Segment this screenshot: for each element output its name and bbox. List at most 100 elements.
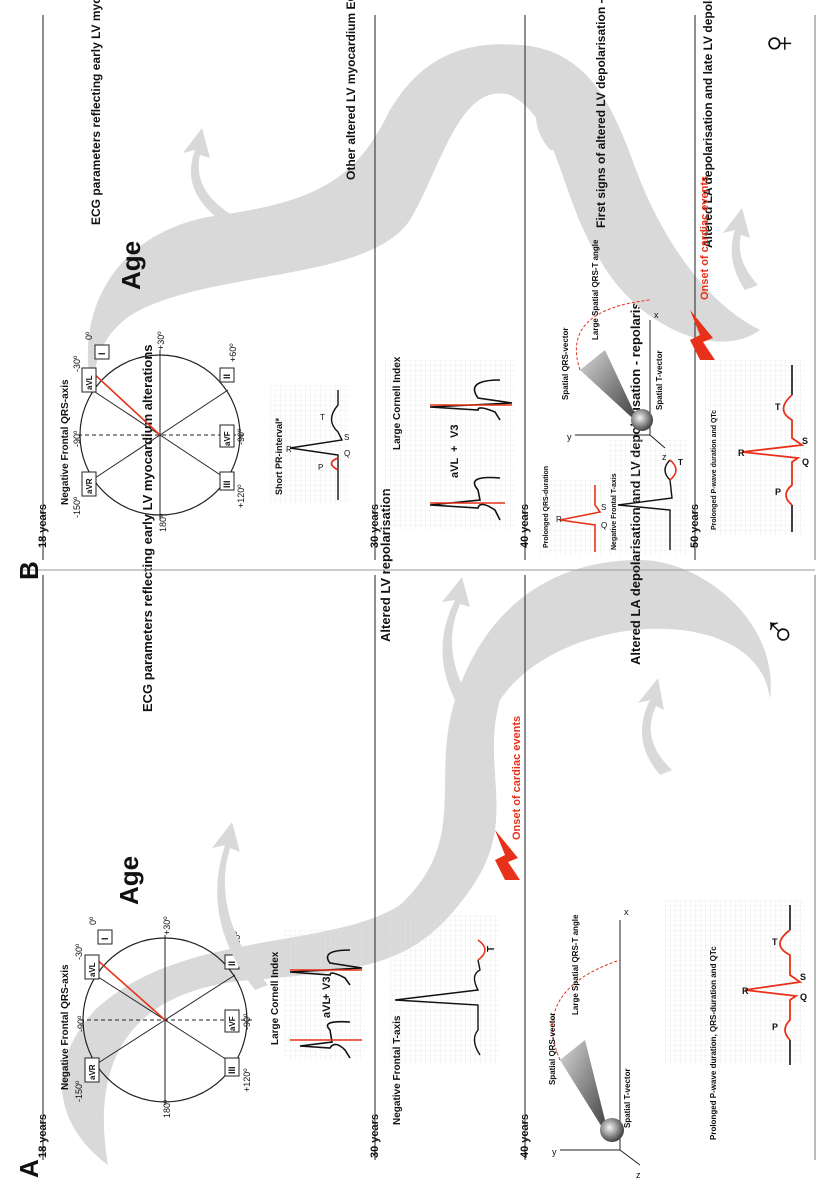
angle-b-minus30: -30º: [72, 355, 82, 372]
qrs-duration-panel: Prolonged QRS-duration R Q S: [540, 466, 607, 555]
qrs-duration-s: S: [601, 503, 606, 512]
annotation-b-early: ECG parameters reflecting early LV myoca…: [89, 0, 103, 225]
year-label-b-30: 30 years: [369, 504, 381, 548]
cornell-b-lead1: aVL: [449, 458, 461, 478]
axis-line-ii: [164, 974, 236, 1021]
lead-b-i: I: [97, 352, 107, 355]
panel-a-letter: A: [14, 1159, 44, 1178]
qrs-vector-cone-b: [580, 350, 640, 425]
t-axis-red-t: [477, 939, 486, 961]
prolonged-trace-red: [744, 929, 803, 1041]
cornell-lead1: aVL: [321, 998, 333, 1018]
lead-box-b-iii: [219, 471, 235, 491]
vector-qrs-label: Spatial QRS-vector: [548, 1013, 557, 1085]
panel-b-letter: B: [14, 561, 44, 580]
vector-b-z-label: z: [662, 452, 667, 462]
axis-line-avl: [94, 974, 166, 1021]
t-axis-trace: [394, 959, 481, 1056]
t-axis-grid-b: [608, 440, 688, 555]
lead-box-b-avl: [81, 367, 97, 393]
angle-plus30: +30º: [162, 916, 172, 935]
qrs-vector-cone: [560, 1040, 610, 1140]
cornell-b-trace-avl: [429, 476, 501, 521]
prolonged-b-s: S: [802, 436, 808, 446]
year-label-b-18: 18 years: [37, 504, 49, 548]
prolonged-p: P: [772, 1022, 778, 1032]
cornell-title: Large Cornell Index: [270, 951, 281, 1045]
year-label-b-50: 50 years: [689, 504, 701, 548]
lead-b-avl: aVL: [85, 375, 94, 390]
lead-b-iii: III: [222, 480, 232, 488]
prolonged-b-red: [741, 394, 805, 506]
axis-b-iii: [159, 434, 229, 481]
t-axis-b-t-label: T: [678, 458, 683, 467]
lead-box-i: [97, 929, 113, 945]
age-label-b: Age: [116, 241, 146, 290]
prolonged-panel-b: Prolonged P-wave duration and QTc R P Q …: [705, 360, 809, 535]
cornell-trace-v3: [289, 949, 363, 986]
short-pr-s: S: [344, 433, 349, 442]
lead-b-avr: aVR: [85, 478, 94, 494]
spatial-vector-panel: Spatial QRS-vector Spatial T-vector Larg…: [548, 907, 641, 1180]
t-axis-panel: Negative Frontal T-axis T: [390, 915, 500, 1125]
onset-bolt-icon-b: [690, 310, 715, 360]
angle-b-minus90-bottom: -90º: [236, 428, 246, 445]
t-axis-title-b: Negative Frontal T-axis: [611, 473, 618, 550]
arrow-la: [638, 678, 672, 775]
short-pr-trace: [289, 390, 344, 500]
qrs-axis-diagram: Negative Frontal QRS-axis aVR aVL I II a…: [60, 916, 252, 1118]
cornell-grid-b: [385, 360, 515, 530]
lead-avf: aVF: [228, 1016, 237, 1031]
axis-b-avr: [91, 434, 161, 481]
cornell-plus: +: [321, 994, 333, 1000]
short-pr-t: T: [320, 413, 325, 422]
vector-b-angle-label: Large Spatial QRS-T angle: [591, 239, 600, 340]
year-label-30: 30 years: [369, 1114, 381, 1158]
panel-a: A ♂ 18 years 30 years 40 years Age Negat…: [14, 271, 816, 1180]
lead-avr: aVR: [88, 1064, 97, 1080]
prolonged-grid: [665, 900, 805, 1065]
prolonged-title: Prolonged P-wave duration, QRS-duration …: [709, 946, 718, 1140]
arrow-b-la: [723, 208, 758, 290]
angle-minus90-bottom: -90º: [242, 1013, 252, 1030]
vector-x-label: x: [624, 907, 629, 917]
prolonged-grid-b: [705, 360, 805, 535]
year-label-18: 18 years: [37, 1114, 49, 1158]
t-vector-ball: [600, 1118, 624, 1142]
short-pr-r: R: [286, 445, 292, 454]
axis-b-avl: [91, 389, 161, 436]
axis-line-iii: [164, 1019, 236, 1066]
lead-avl: aVL: [88, 962, 97, 977]
prolonged-t: T: [772, 937, 778, 947]
age-label: Age: [114, 856, 144, 905]
angle-minus150: -150º: [74, 1080, 84, 1102]
cornell-b-plus: +: [449, 446, 461, 452]
prolonged-q: Q: [800, 992, 807, 1002]
angle-b-plus60: +60º: [228, 343, 238, 362]
qrs-axis-title-b: Negative Frontal QRS-axis: [60, 379, 71, 505]
t-axis-b-red: [669, 459, 677, 481]
age-band-b: [87, 44, 761, 401]
vector-angle-label: Large Spatial QRS-T angle: [571, 914, 580, 1015]
angle-b-minus90-top: -90º: [72, 430, 82, 447]
annotation-b-la: Altered LA depolarisation and late LV de…: [701, 0, 715, 248]
short-pr-q: Q: [344, 449, 350, 458]
vector-b-y-label: y: [567, 432, 572, 442]
qrs-axis-diagram-b: Negative Frontal QRS-axis aVR aVL I II a…: [60, 331, 246, 532]
lead-box-b-avr: [81, 471, 97, 497]
angle-b-180: 180º: [158, 513, 168, 532]
lead-ii: II: [227, 961, 237, 966]
axis-b-red-vector: [91, 371, 161, 436]
prolonged-b-q: Q: [802, 457, 809, 467]
vector-t-label: Spatial T-vector: [623, 1068, 632, 1128]
t-axis-panel-b: Negative Frontal T-axis T: [608, 440, 688, 555]
prolonged-panel: Prolonged P-wave duration, QRS-duration …: [665, 900, 807, 1140]
onset-bolt-icon: [495, 830, 520, 880]
vector-b-x-label: x: [654, 310, 659, 320]
cornell-title-b: Large Cornell Index: [392, 356, 403, 450]
lead-box-b-i: [94, 344, 110, 360]
angle-minus30: -30º: [74, 943, 84, 960]
lead-box-avr: [84, 1057, 100, 1083]
prolonged-b-r: R: [738, 448, 745, 458]
